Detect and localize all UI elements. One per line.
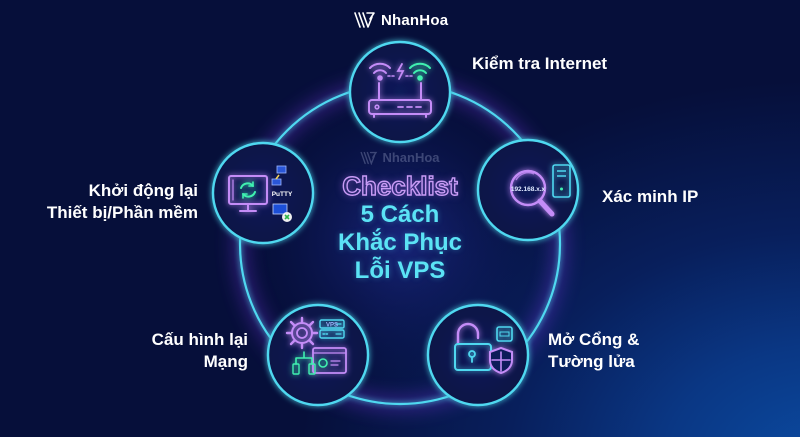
- node-internet: [348, 40, 452, 144]
- checklist-heading: Checklist: [341, 170, 458, 201]
- ip-text: 192.168.x.x: [511, 186, 546, 193]
- label-restart: Khởi động lại Thiết bị/Phần mềm: [47, 180, 198, 224]
- node-firewall: [426, 303, 530, 407]
- label-line: Tường lửa: [548, 352, 635, 371]
- magnifier-ip-icon: [509, 164, 571, 217]
- label-network: Cấu hình lại Mạng: [152, 329, 248, 373]
- lock-shield-icon: [454, 322, 513, 375]
- watermark-logo-icon: [360, 151, 378, 165]
- center-title: NhanHoa Checklist 5 Cách Khắc Phục Lỗi V…: [320, 150, 480, 285]
- label-line: Xác minh IP: [602, 187, 699, 206]
- monitor-refresh-icon: [228, 175, 268, 212]
- label-line: Kiểm tra Internet: [472, 54, 608, 73]
- label-line: Mở Cổng &: [548, 330, 640, 349]
- putty-icon: [271, 165, 292, 222]
- node-network: [266, 303, 370, 407]
- putty-text: PuTTY: [272, 191, 293, 198]
- label-line: Cấu hình lại: [151, 330, 248, 349]
- label-line: Khởi động lại: [88, 181, 198, 200]
- label-line: Mạng: [203, 352, 248, 371]
- vps-text: VPS: [326, 323, 338, 329]
- watermark: NhanHoa: [320, 150, 480, 165]
- label-firewall: Mở Cổng & Tường lửa: [548, 329, 639, 373]
- watermark-text: NhanHoa: [382, 150, 440, 165]
- title-line-1: 5 Cách: [360, 201, 440, 228]
- title-line-3: Lỗi VPS: [354, 257, 446, 284]
- nhanhoa-logo-icon: [354, 12, 375, 28]
- label-ip: Xác minh IP: [602, 186, 698, 208]
- gear-server-icon: [285, 316, 347, 375]
- label-line: Thiết bị/Phần mềm: [46, 203, 198, 222]
- label-internet: Kiểm tra Internet: [472, 53, 607, 75]
- title-line-2: Khắc Phục: [337, 229, 463, 256]
- brand-logo: NhanHoa: [354, 9, 448, 31]
- wifi-router-icon: [368, 62, 432, 118]
- brand-name: NhanHoa: [381, 11, 449, 29]
